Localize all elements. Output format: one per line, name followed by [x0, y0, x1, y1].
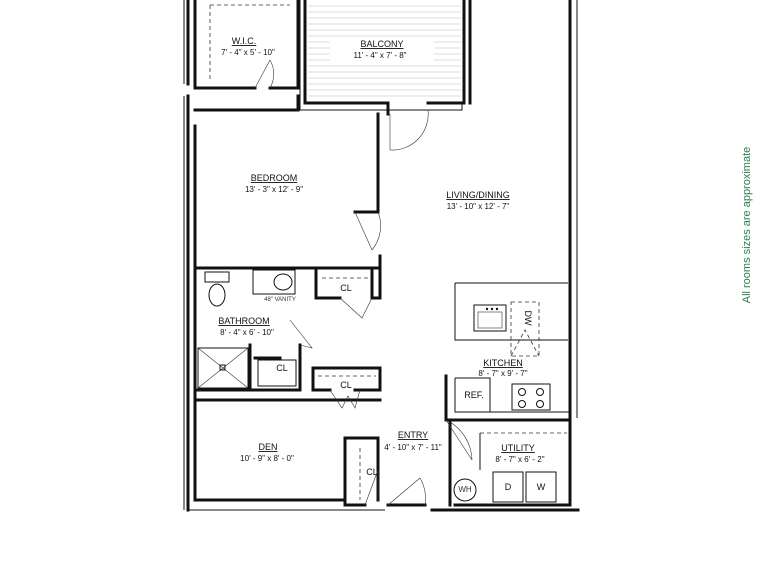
living-room: LIVING/DINING 13' - 10" x 12' - 7" — [446, 190, 510, 211]
bathroom-name: BATHROOM — [218, 316, 269, 326]
entry-room: ENTRY 4' - 10" x 7' - 11" — [384, 430, 442, 452]
closet-mid: CL — [322, 277, 370, 293]
kitchen-dims: 8' - 7" x 9' - 7" — [478, 369, 527, 378]
range-icon — [511, 383, 551, 411]
bedroom-dims: 13' - 3" x 12' - 9" — [245, 185, 303, 194]
walls — [183, 0, 580, 512]
washer — [525, 471, 557, 503]
utility-name: UTILITY — [501, 443, 535, 453]
living-dims: 13' - 10" x 12' - 7" — [447, 202, 510, 211]
kitchen-name: KITCHEN — [483, 358, 523, 368]
wic-dims: 7' - 4" x 5' - 10" — [221, 48, 275, 57]
kitchen-room: DW KITCHEN 8' - 7" x 9' - 7" REF. — [454, 282, 570, 413]
refrigerator-label: REF. — [464, 390, 484, 400]
dryer — [492, 471, 524, 503]
entry-dims: 4' - 10" x 7' - 11" — [384, 443, 442, 452]
closet-entry: CL — [359, 448, 378, 500]
balcony-name: BALCONY — [360, 39, 403, 49]
water-heater-label: WH — [458, 485, 472, 494]
dishwasher: DW — [510, 301, 540, 357]
closet-label-1: CL — [340, 283, 352, 293]
entry-name: ENTRY — [398, 430, 428, 440]
closet-label-4: CL — [366, 467, 378, 477]
bathroom-dims: 8' - 4" x 6' - 10" — [220, 328, 274, 337]
water-heater — [453, 478, 477, 502]
kitchen-sink-icon — [473, 304, 507, 332]
washer-label: W — [537, 482, 546, 492]
closet-label-2: CL — [276, 363, 288, 373]
vanity-label: 48" VANITY — [264, 297, 296, 303]
bedroom-name: BEDROOM — [251, 173, 298, 183]
balcony-room: BALCONY 11' - 4" x 7' - 8" — [308, 5, 461, 97]
closet-hall: CL — [318, 375, 376, 390]
sink-icon — [273, 273, 293, 291]
toilet-icon — [204, 271, 230, 307]
wic-name: W.I.C. — [232, 36, 257, 46]
wic-room: W.I.C. 7' - 4" x 5' - 10" — [209, 4, 290, 80]
den-name: DEN — [258, 442, 277, 452]
den-dims: 10' - 9" x 8' - 0" — [240, 454, 294, 463]
utility-room: UTILITY 8' - 7" x 6' - 2" WH D W — [453, 432, 567, 503]
vanity — [252, 269, 296, 295]
living-name: LIVING/DINING — [446, 190, 510, 200]
doors — [254, 59, 473, 506]
utility-dims: 8' - 7" x 6' - 2" — [495, 455, 544, 464]
bedroom-room: BEDROOM 13' - 3" x 12' - 9" — [245, 173, 303, 194]
balcony-dims: 11' - 4" x 7' - 8" — [353, 51, 406, 60]
bathroom-room: 48" VANITY BATHROOM 8' - 4" x 6' - 10" C… — [197, 269, 297, 389]
dryer-label: D — [505, 482, 512, 492]
dishwasher-label: DW — [523, 311, 533, 326]
shower-icon — [197, 347, 249, 389]
den-room: DEN 10' - 9" x 8' - 0" — [240, 442, 294, 463]
closet-label-3: CL — [340, 380, 352, 390]
approximate-size-note: All rooms sizes are approximate — [741, 147, 753, 304]
